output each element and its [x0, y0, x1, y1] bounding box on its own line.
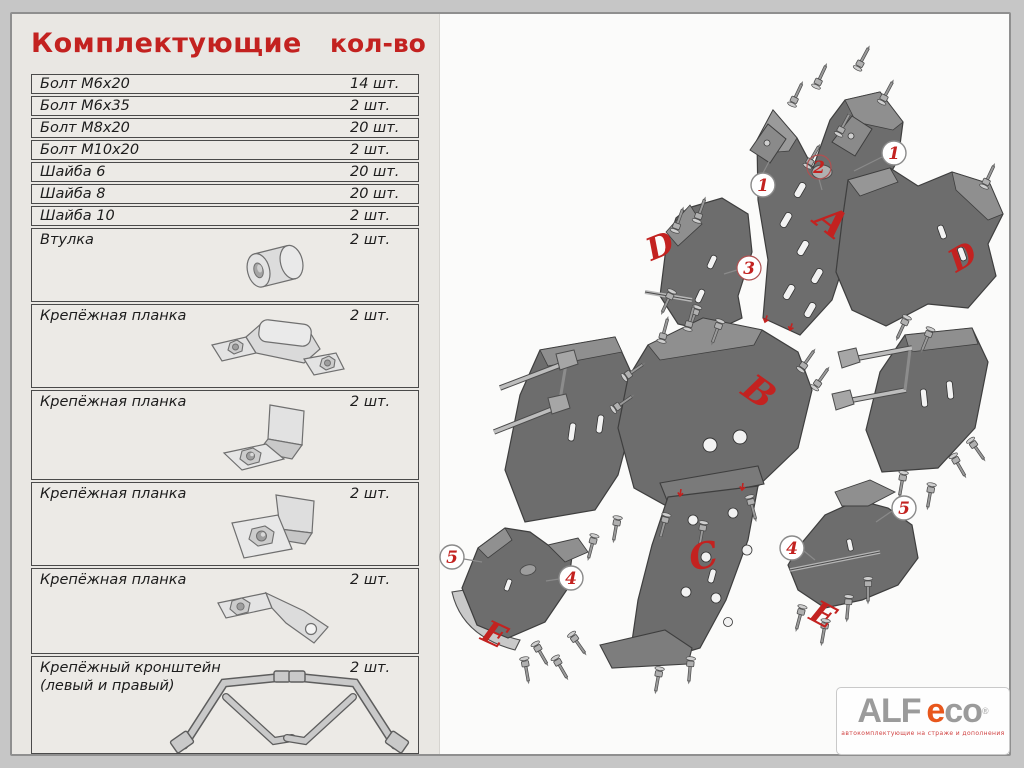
logo-alf: ALF — [857, 692, 921, 730]
logo-registered-mark: ® — [981, 706, 989, 716]
row-label: Шайба 8 — [40, 186, 106, 202]
row-qty: 20 шт. — [350, 164, 400, 180]
plate-bracket-image — [231, 494, 315, 559]
table-row: Болт М6х20 14 шт. — [31, 74, 419, 94]
logo-tagline-text: автокомплектующие на страже и дополнения — [841, 730, 1005, 737]
callout-2: 2 — [812, 158, 825, 178]
logo-co: co — [944, 692, 983, 730]
side-plate-left — [492, 336, 641, 523]
strap-bracket-image — [211, 319, 345, 376]
part-e-left-plate — [451, 527, 589, 651]
table-row: Болт М10х20 2 шт. — [31, 140, 419, 160]
table-row: Шайба 10 2 шт. — [31, 206, 419, 226]
row-label: Втулка — [40, 232, 94, 248]
row-label: Болт М10х20 — [40, 142, 140, 158]
logo-tagline: автокомплектующие на страже и дополнения — [837, 730, 1009, 737]
qty-column-header: кол-во — [330, 29, 426, 58]
row-label: Крепёжная планка — [40, 486, 187, 502]
row-qty: 20 шт. — [350, 186, 400, 202]
row-label-line2: (левый и правый) — [40, 678, 175, 694]
part-b-plate — [617, 317, 813, 519]
row-label: Крепёжная планка — [40, 308, 187, 324]
components-title: Комплектующие — [31, 28, 302, 59]
callout-5-right: 5 — [898, 499, 910, 519]
callout-4-left: 4 — [565, 569, 577, 589]
callout-1-right: 1 — [888, 144, 900, 164]
connector-bar — [659, 465, 765, 504]
row-qty: 2 шт. — [350, 308, 391, 324]
row-qty: 14 шт. — [350, 76, 400, 92]
part-d-right-plate — [835, 167, 1004, 327]
table-row: Крепёжный кронштейн (левый и правый) 2 ш… — [31, 656, 419, 754]
callout-3: 3 — [743, 259, 755, 279]
row-label: Болт М8х20 — [40, 120, 130, 136]
row-label: Шайба 6 — [40, 164, 106, 180]
components-header: Комплектующие кол-во — [31, 28, 439, 70]
components-table: Болт М6х20 14 шт. Болт М6х35 2 шт. Болт … — [31, 74, 419, 754]
z-bracket-image — [222, 404, 305, 471]
row-label: Болт М6х20 — [40, 76, 130, 92]
row-qty: 2 шт. — [350, 394, 391, 410]
table-row: Крепёжная планка 2 шт. — [31, 304, 419, 388]
alfeco-logo-text: ALF eco® — [837, 692, 1009, 730]
table-row: Шайба 6 20 шт. — [31, 162, 419, 182]
part-e-right-plate — [787, 479, 919, 609]
row-qty: 2 шт. — [350, 660, 391, 676]
table-row: Крепёжная планка 2 шт. — [31, 390, 419, 480]
row-qty: 20 шт. — [350, 120, 400, 136]
alfeco-logo: ALF eco® автокомплектующие на страже и д… — [836, 687, 1010, 755]
table-row: Шайба 8 20 шт. — [31, 184, 419, 204]
components-panel: Комплектующие кол-во Болт М6х20 14 шт. Б… — [12, 14, 440, 754]
table-row: Крепёжная планка 2 шт. — [31, 482, 419, 566]
part-d-left-plate — [644, 197, 753, 333]
row-label: Крепёжная планка — [40, 394, 187, 410]
table-row: Болт М8х20 20 шт. — [31, 118, 419, 138]
callout-5-left: 5 — [446, 548, 458, 568]
table-row: Болт М6х35 2 шт. — [31, 96, 419, 116]
callout-1-left: 1 — [757, 176, 769, 196]
table-row: Крепёжная планка 2 шт. — [31, 568, 419, 654]
side-plate-right — [831, 327, 989, 473]
row-label: Крепёжная планка — [40, 572, 187, 588]
angle-bracket-image — [217, 591, 329, 644]
callout-4-right: 4 — [786, 539, 798, 559]
row-qty: 2 шт. — [350, 142, 391, 158]
exploded-assembly-diagram: A B C D D E E 1 2 1 3 5 4 4 — [439, 42, 1004, 696]
callouts: 1 2 1 3 5 4 4 5 — [439, 140, 917, 591]
row-qty: 2 шт. — [350, 486, 391, 502]
row-label: Болт М6х35 — [40, 98, 130, 114]
callout-leader-lines — [463, 155, 893, 582]
frame-brackets-image — [169, 670, 410, 753]
row-qty: 2 шт. — [350, 232, 391, 248]
logo-e: e — [926, 692, 945, 730]
row-qty: 2 шт. — [350, 572, 391, 588]
row-label: Крепёжный кронштейн — [40, 660, 221, 676]
part-c-plate — [599, 485, 759, 669]
table-row: Втулка 2 шт. — [31, 228, 419, 302]
row-qty: 2 шт. — [350, 208, 391, 224]
bushing-image — [246, 244, 304, 288]
row-label: Шайба 10 — [40, 208, 115, 224]
row-qty: 2 шт. — [350, 98, 391, 114]
